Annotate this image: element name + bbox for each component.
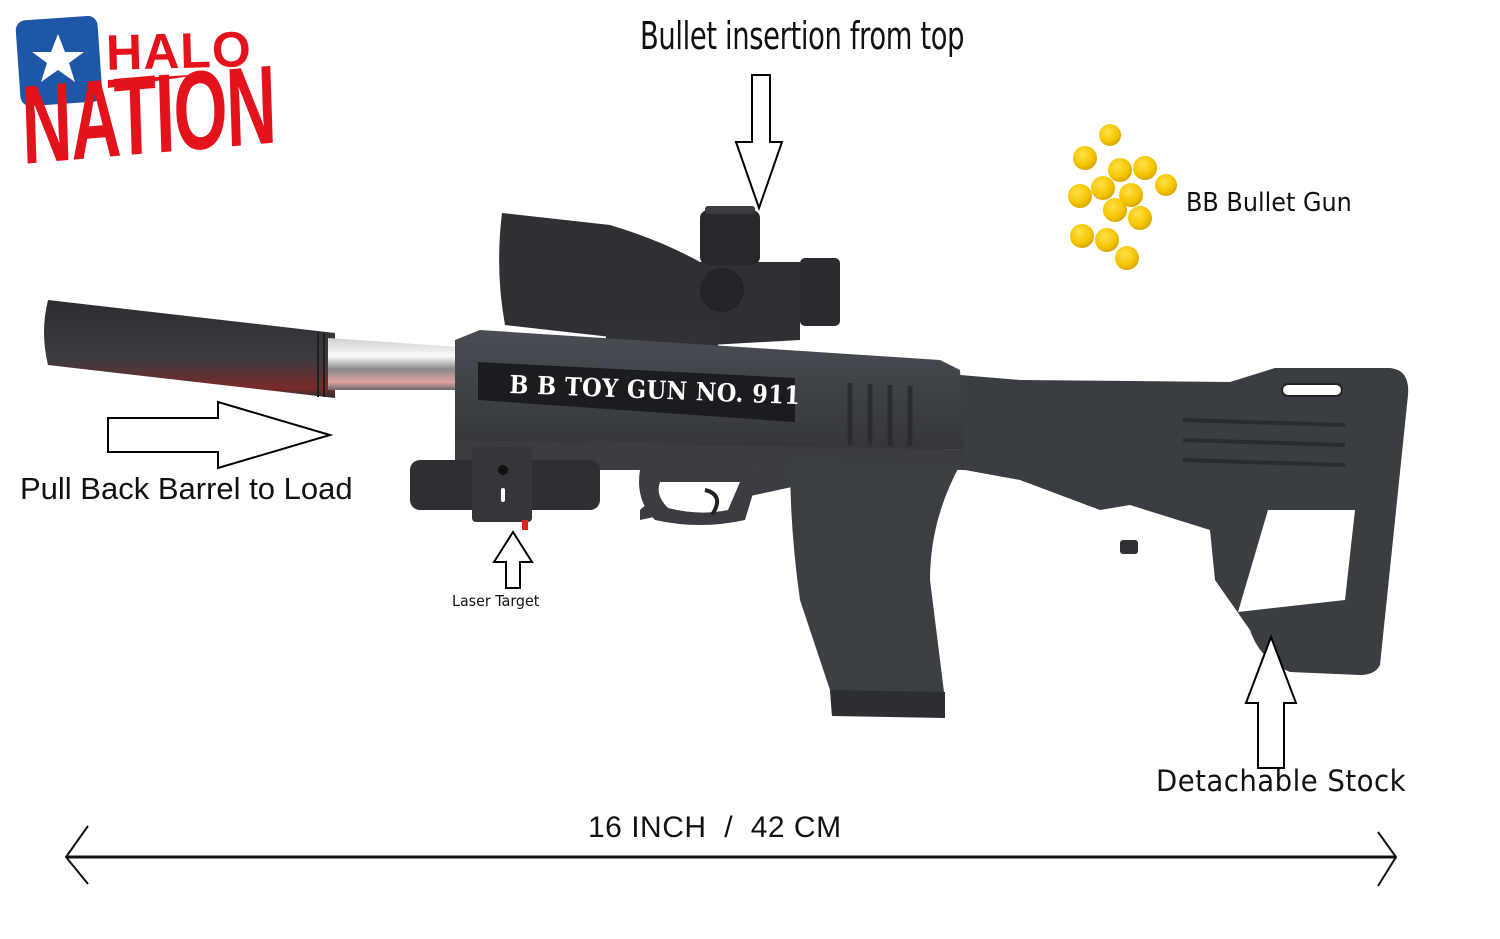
annotation-bullet-insertion: Bullet insertion from top	[640, 14, 965, 58]
brand-swoosh	[108, 74, 205, 88]
annotation-dimension: 16 INCH / 42 CM	[588, 811, 842, 844]
laser-sight	[410, 447, 600, 530]
brand-name-line2: NATION	[19, 41, 278, 188]
arrow-right-icon	[107, 400, 334, 470]
bb-pellets-icon	[1068, 124, 1177, 270]
annotation-bb-bullet: BB Bullet Gun	[1186, 188, 1352, 218]
detachable-stock	[960, 368, 1409, 675]
gun-body	[455, 330, 965, 718]
silencer	[44, 300, 335, 398]
annotation-laser-target: Laser Target	[452, 592, 540, 610]
brand-logo-star-icon	[15, 15, 103, 107]
arrow-up-icon	[492, 530, 534, 589]
barrel	[328, 338, 460, 390]
annotation-detachable-stock: Detachable Stock	[1156, 764, 1407, 798]
arrow-up-icon	[1244, 634, 1298, 769]
annotation-pull-back: Pull Back Barrel to Load	[20, 471, 353, 506]
dimension-arrow-icon	[64, 825, 1398, 887]
arrow-down-icon	[734, 74, 784, 212]
